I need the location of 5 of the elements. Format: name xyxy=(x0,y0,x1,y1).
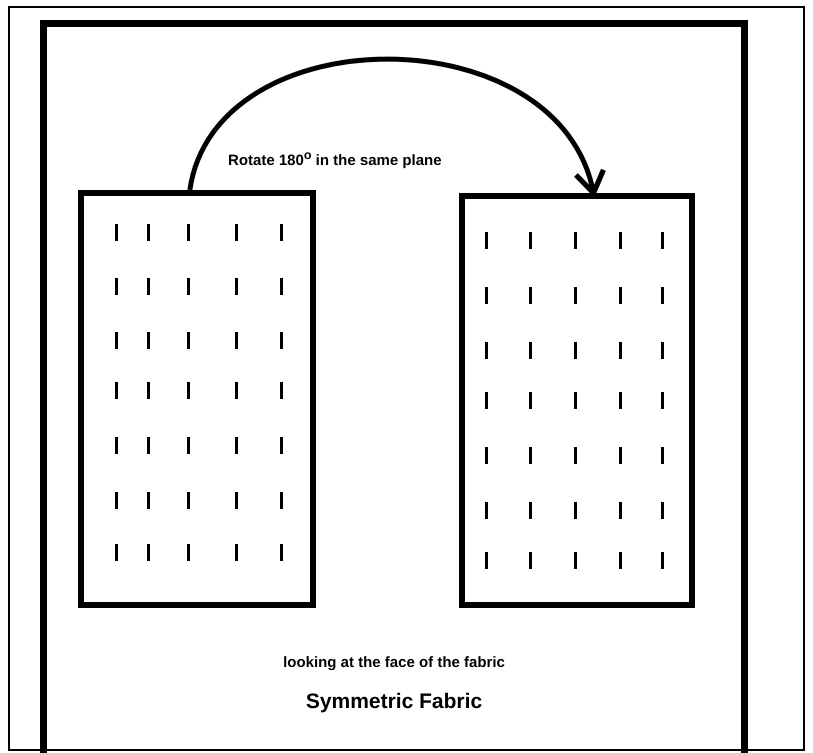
fabric-panel xyxy=(78,190,316,608)
caption-text: looking at the face of the fabric xyxy=(283,654,505,671)
edge-label: Rotate 180$^{o}$ in the same plane xyxy=(228,148,442,169)
figure-title: Symmetric Fabric xyxy=(306,690,482,713)
fabric-panel xyxy=(459,193,695,608)
